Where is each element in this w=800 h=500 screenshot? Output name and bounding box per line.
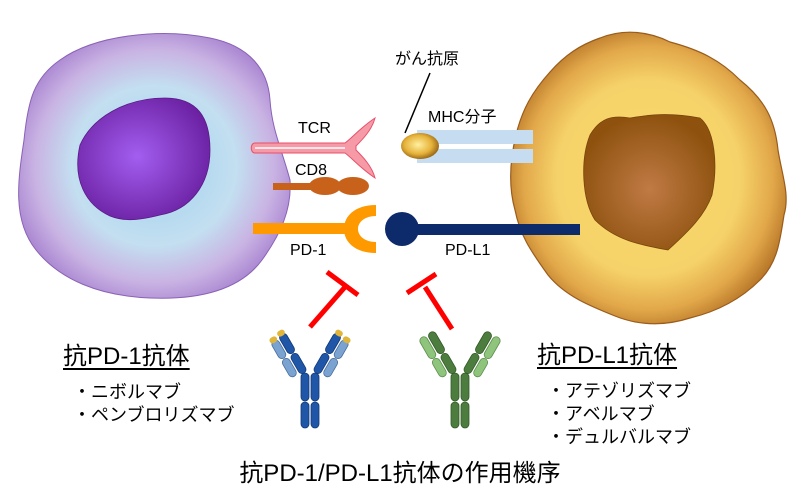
pdl1-label: PD-L1	[445, 242, 491, 259]
inhibit-symbol-pd1	[308, 269, 360, 329]
mhc-molecule	[417, 130, 533, 163]
antigen-label: がん抗原	[395, 51, 460, 68]
pd1-receptor	[253, 205, 376, 253]
cd8-receptor	[273, 177, 369, 195]
anti-pd1-antibody	[269, 329, 351, 429]
inhibit-symbol-pdl1	[405, 271, 455, 331]
drug-item: アベルマブ	[547, 403, 691, 426]
drug-item: デュルバルマブ	[547, 426, 691, 449]
pdl1-ligand	[385, 212, 580, 246]
mhc-label: MHC分子	[428, 109, 497, 126]
anti-pd1-heading: 抗PD-1抗体	[63, 343, 190, 370]
anti-pdl1-heading: 抗PD-L1抗体	[537, 342, 678, 369]
anti-pdl1-drug-list: アテゾリズマブ アベルマブ デュルバルマブ	[547, 380, 691, 449]
tcr-receptor	[250, 116, 376, 180]
drug-item: アテゾリズマブ	[547, 380, 691, 403]
drug-item: ペンブロリズマブ	[73, 404, 234, 427]
cancer-antigen	[401, 133, 439, 159]
t-cell-nucleus	[77, 97, 211, 221]
anti-pdl1-antibody	[419, 331, 501, 429]
cd8-label: CD8	[295, 162, 328, 179]
tcr-label: TCR	[298, 120, 331, 137]
tumor-nucleus	[583, 114, 716, 251]
pd1-label: PD-1	[290, 242, 327, 259]
drug-item: ニボルマブ	[73, 381, 234, 404]
antigen-pointer-line	[404, 72, 431, 134]
anti-pd1-drug-list: ニボルマブ ペンブロリズマブ	[73, 381, 234, 427]
figure-caption: 抗PD-1/PD-L1抗体の作用機序	[239, 460, 561, 487]
tumor-cell	[509, 31, 787, 325]
t-cell	[18, 33, 291, 299]
